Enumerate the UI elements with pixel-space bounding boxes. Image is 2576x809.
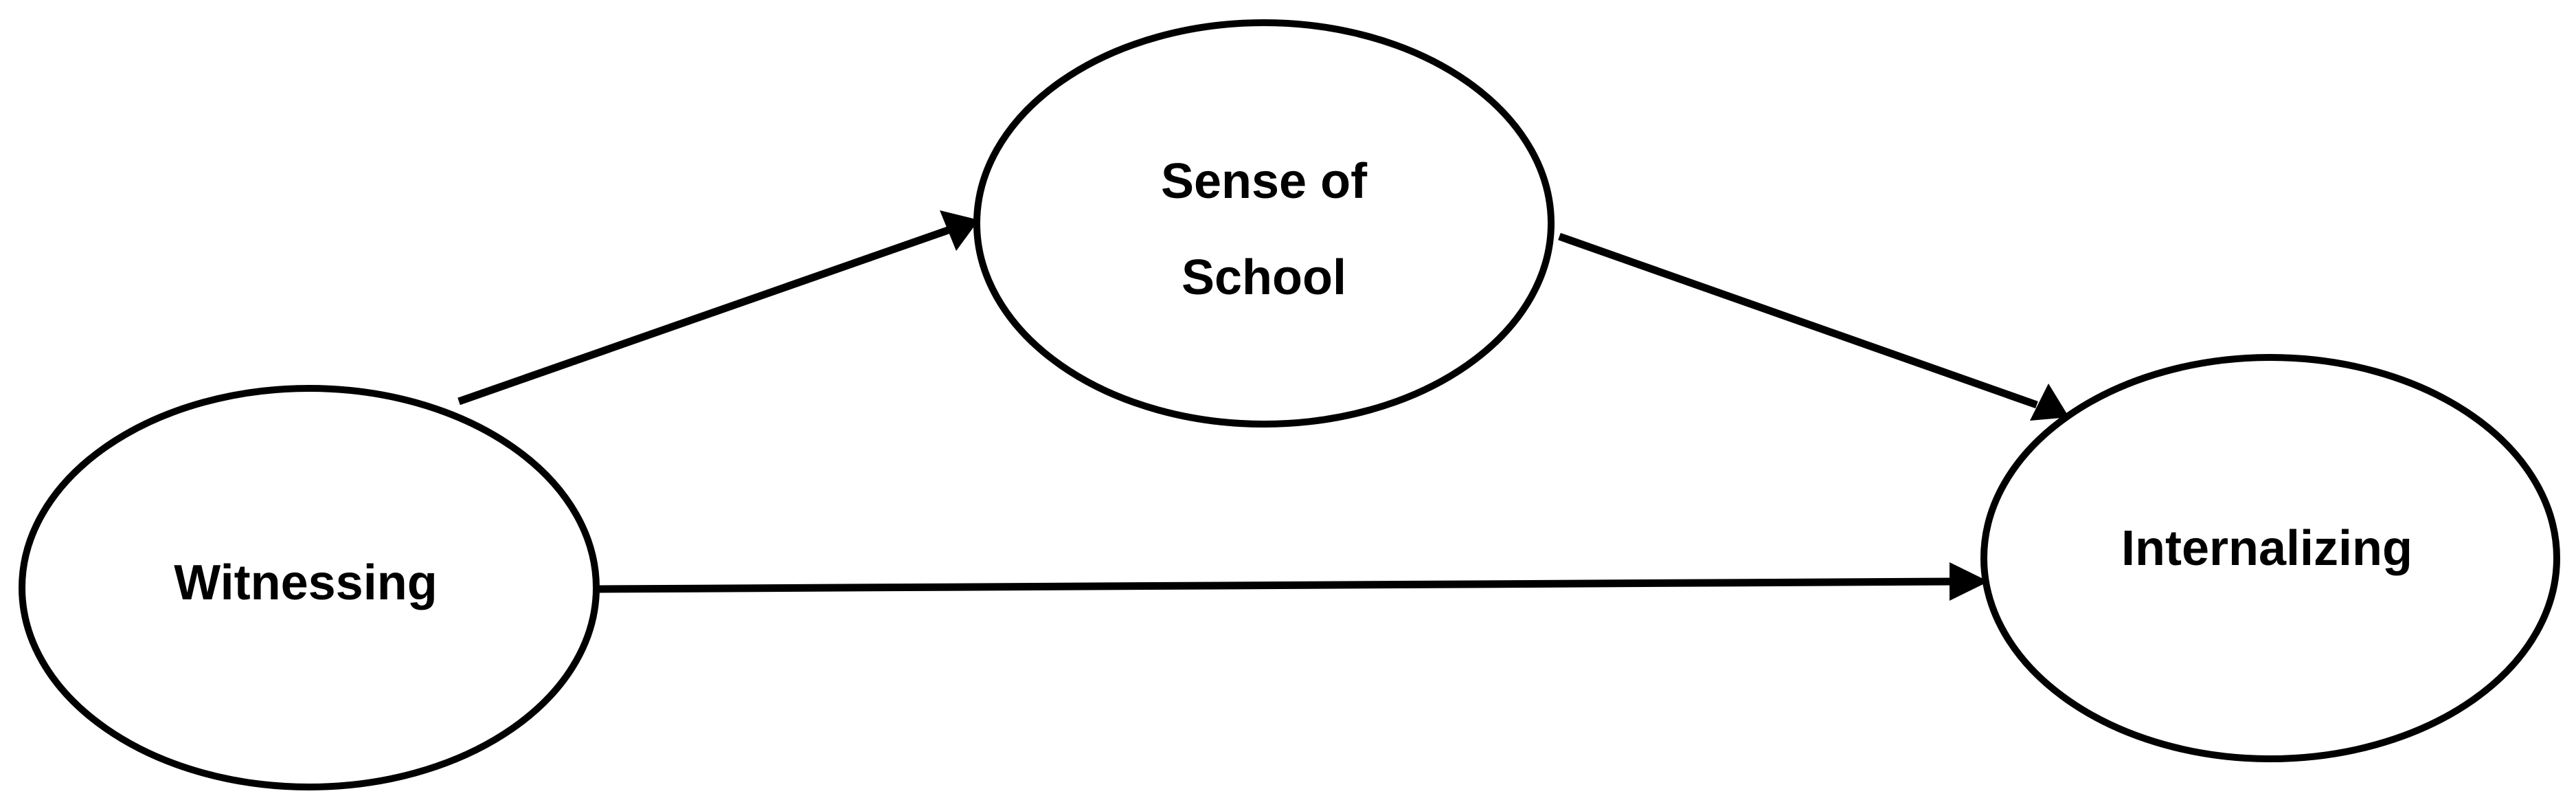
node-witnessing-label: Witnessing bbox=[174, 555, 437, 610]
edge-witnessing-to-sense-of-school bbox=[457, 210, 979, 406]
arrowhead-sense-of-school bbox=[940, 210, 979, 251]
node-witnessing: Witnessing bbox=[19, 385, 600, 790]
edge-sense-of-school-to-internalizing bbox=[1558, 232, 2069, 421]
node-sense-of-school-label-line2: School bbox=[1182, 250, 1346, 305]
arrowhead-internalizing-top bbox=[2030, 384, 2069, 421]
edge-witnessing-to-internalizing bbox=[598, 562, 1989, 601]
node-sense-of-school: Sense of School bbox=[973, 19, 1555, 428]
arrowhead-internalizing-left bbox=[1950, 562, 1989, 601]
node-internalizing-label: Internalizing bbox=[2121, 521, 2413, 576]
node-internalizing: Internalizing bbox=[1980, 354, 2560, 762]
node-sense-of-school-label-line1: Sense of bbox=[1161, 154, 1368, 209]
